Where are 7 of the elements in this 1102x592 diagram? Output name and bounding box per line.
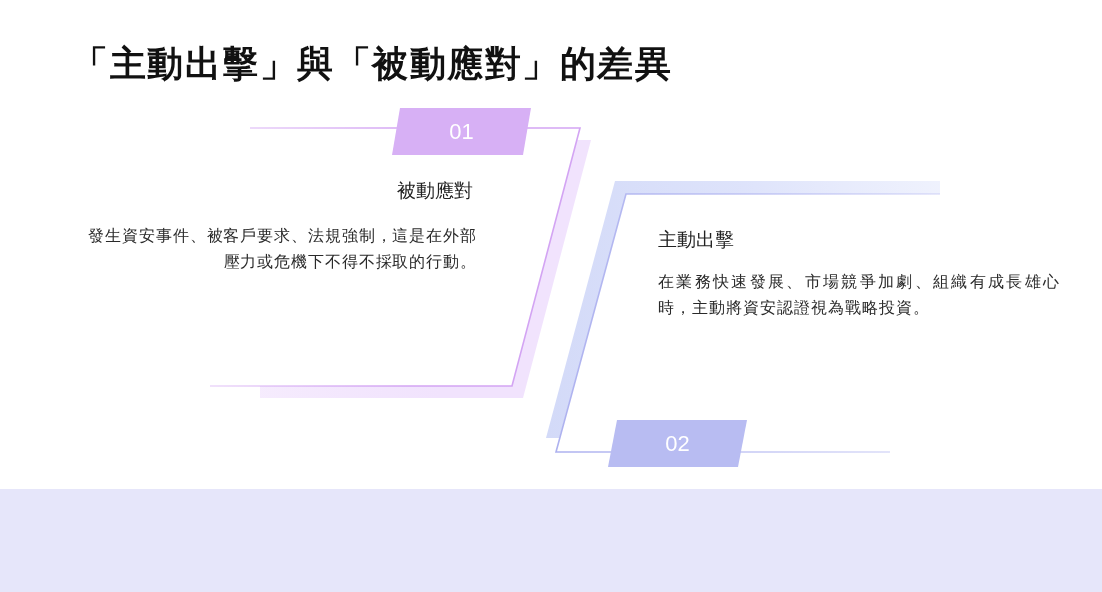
step-number: 02 bbox=[665, 430, 690, 457]
section-heading: 被動應對 bbox=[397, 179, 473, 203]
page-title: 「主動出擊」與「被動應對」的差異 bbox=[72, 42, 672, 86]
step-number: 01 bbox=[449, 118, 474, 145]
description-text: 在業務快速發展、市場競爭加劇、組織有成長雄心時，主動將資安認證視為戰略投資。 bbox=[658, 272, 1060, 318]
section-heading: 主動出擊 bbox=[658, 228, 734, 252]
description-text: 發生資安事件、被客戶要求、法規強制，這是在外部壓力或危機下不得不採取的行動。 bbox=[87, 226, 477, 272]
